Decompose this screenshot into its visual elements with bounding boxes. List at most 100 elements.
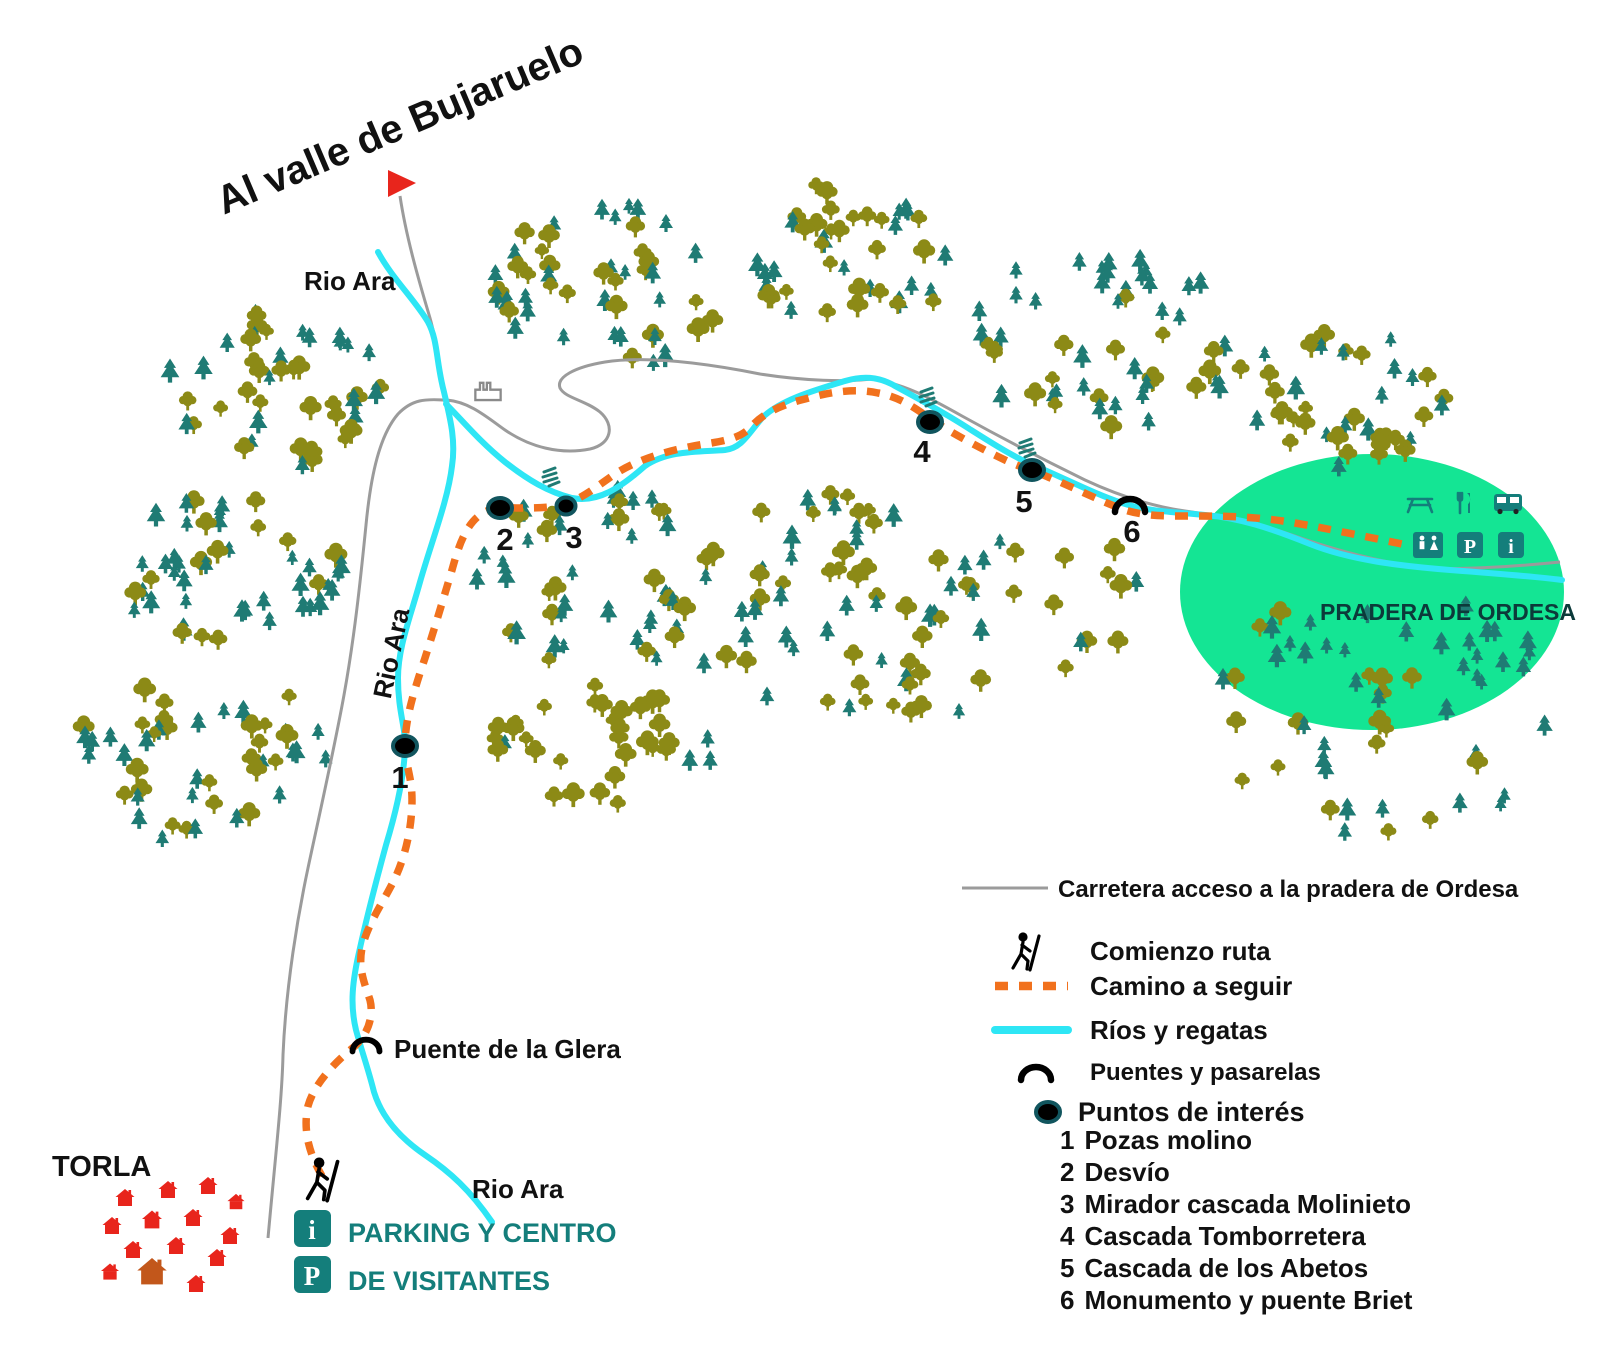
pine-tree-icon bbox=[291, 572, 310, 596]
deciduous-tree-icon bbox=[299, 396, 322, 421]
parking-label-2: DE VISITANTES bbox=[348, 1266, 550, 1296]
deciduous-tree-icon bbox=[133, 677, 157, 703]
house-icon bbox=[207, 1249, 227, 1266]
deciduous-tree-icon bbox=[1006, 542, 1025, 563]
deciduous-tree-icon bbox=[536, 698, 552, 716]
poi-dot-icon bbox=[916, 410, 944, 434]
deciduous-tree-icon bbox=[213, 400, 229, 417]
pine-tree-icon bbox=[842, 698, 857, 717]
poi-number: 1 bbox=[391, 760, 408, 795]
pine-tree-icon bbox=[130, 807, 148, 829]
deciduous-tree-icon bbox=[1107, 630, 1129, 654]
deciduous-tree-icon bbox=[246, 491, 266, 513]
legend: Carretera acceso a la pradera de Ordesa … bbox=[962, 876, 1519, 1315]
pine-tree-icon bbox=[875, 652, 888, 669]
deciduous-tree-icon bbox=[818, 303, 836, 323]
pine-tree-icon bbox=[189, 768, 206, 789]
deciduous-tree-icon bbox=[1100, 415, 1123, 440]
deciduous-tree-icon bbox=[536, 519, 558, 543]
deciduous-tree-icon bbox=[1005, 584, 1023, 603]
pine-tree-icon bbox=[759, 686, 775, 706]
pine-tree-icon bbox=[286, 549, 299, 566]
deciduous-tree-icon bbox=[752, 502, 771, 523]
poi-marker-4: 4 bbox=[913, 410, 944, 469]
deciduous-tree-icon bbox=[1281, 433, 1299, 452]
pine-tree-icon bbox=[992, 383, 1011, 408]
deciduous-tree-icon bbox=[558, 284, 576, 304]
pine-tree-icon bbox=[521, 532, 535, 549]
deciduous-tree-icon bbox=[561, 782, 585, 808]
deciduous-tree-icon bbox=[858, 693, 874, 710]
deciduous-tree-icon bbox=[843, 644, 864, 666]
bridge-icon bbox=[353, 1040, 380, 1052]
waterfall-icon bbox=[541, 466, 561, 488]
deciduous-tree-icon bbox=[715, 644, 738, 669]
deciduous-tree-icon bbox=[850, 674, 870, 695]
poi-dot-icon bbox=[1018, 458, 1046, 482]
restaurant-icon bbox=[1456, 491, 1471, 515]
poi-dot-icon bbox=[486, 496, 514, 520]
house-icon bbox=[100, 1263, 120, 1280]
pine-tree-icon bbox=[702, 750, 718, 770]
river-label-bottom: Rio Ara bbox=[472, 1174, 564, 1204]
pradera-label: PRADERA DE ORDESA bbox=[1320, 599, 1576, 625]
svg-text:i: i bbox=[1508, 536, 1514, 558]
deciduous-tree-icon bbox=[1234, 772, 1250, 790]
pine-tree-icon bbox=[653, 291, 666, 308]
pine-tree-icon bbox=[1386, 357, 1403, 379]
pine-tree-icon bbox=[599, 599, 618, 623]
river-label-mid: Rio Ara bbox=[367, 605, 415, 701]
deciduous-tree-icon bbox=[839, 488, 856, 506]
pine-tree-icon bbox=[477, 545, 492, 564]
pine-tree-icon bbox=[1375, 798, 1390, 818]
pine-tree-icon bbox=[681, 749, 699, 771]
map-title: Al valle de Bujaruelo bbox=[210, 29, 589, 223]
pine-tree-icon bbox=[952, 703, 966, 719]
deciduous-tree-icon bbox=[267, 753, 284, 771]
pine-tree-icon bbox=[1072, 252, 1087, 271]
pine-tree-icon bbox=[699, 567, 713, 585]
deciduous-tree-icon bbox=[819, 693, 836, 711]
parking-icon bbox=[294, 1256, 331, 1293]
pine-tree-icon bbox=[194, 355, 213, 380]
picnic-table-icon bbox=[1406, 497, 1434, 514]
deciduous-tree-icon bbox=[1418, 366, 1437, 388]
pine-tree-icon bbox=[1141, 411, 1156, 431]
legend-road-label: Carretera acceso a la pradera de Ordesa bbox=[1058, 876, 1519, 903]
pine-tree-icon bbox=[262, 611, 277, 631]
pine-tree-icon bbox=[1210, 374, 1229, 399]
deciduous-tree-icon bbox=[622, 347, 642, 369]
pine-tree-icon bbox=[249, 409, 268, 434]
hiker-icon bbox=[1011, 930, 1041, 972]
pine-tree-icon bbox=[302, 557, 317, 577]
deciduous-tree-icon bbox=[125, 757, 149, 783]
pine-tree-icon bbox=[219, 332, 235, 353]
pine-tree-icon bbox=[695, 652, 713, 674]
pine-tree-icon bbox=[972, 617, 991, 641]
poi-marker-2: 2 bbox=[486, 496, 514, 557]
deciduous-tree-icon bbox=[970, 669, 992, 692]
deciduous-tree-icon bbox=[1352, 345, 1371, 365]
pine-tree-icon bbox=[362, 343, 377, 362]
legend-trail-label: Camino a seguir bbox=[1090, 971, 1292, 1001]
poi-dot-icon bbox=[554, 495, 578, 517]
pine-tree-icon bbox=[180, 514, 194, 532]
pine-tree-icon bbox=[1028, 292, 1043, 310]
pine-tree-icon bbox=[102, 726, 119, 747]
pine-tree-icon bbox=[497, 564, 516, 588]
deciduous-tree-icon bbox=[205, 794, 224, 814]
deciduous-tree-icon bbox=[870, 283, 889, 303]
pine-tree-icon bbox=[519, 300, 536, 322]
deciduous-tree-icon bbox=[895, 596, 918, 621]
pine-tree-icon bbox=[993, 533, 1007, 550]
house-icon bbox=[186, 1275, 206, 1292]
pine-tree-icon bbox=[1009, 285, 1023, 304]
pine-tree-icon bbox=[837, 259, 851, 276]
house-icon bbox=[220, 1227, 240, 1244]
deciduous-tree-icon bbox=[868, 239, 886, 260]
deciduous-tree-icon bbox=[845, 209, 861, 227]
